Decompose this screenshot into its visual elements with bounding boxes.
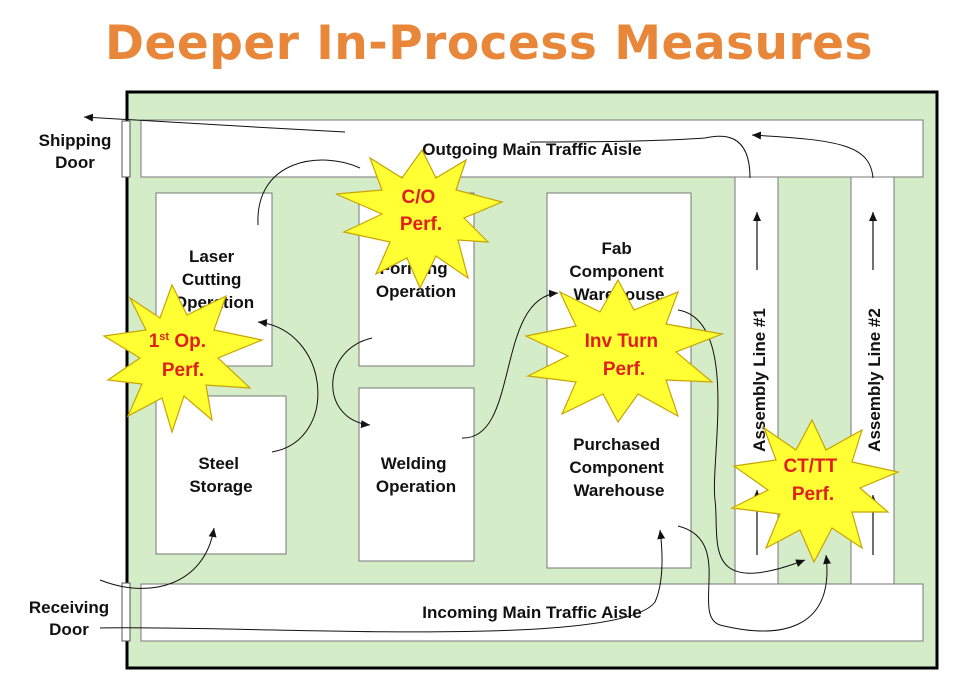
flow-receiving-to-steel [99, 527, 217, 589]
co-perf-starburst [335, 148, 504, 290]
assembly-line-1-label: Assembly Line #1 [750, 308, 769, 452]
flow-receiving-to-purchased [99, 529, 666, 633]
ct-tt-perf-starburst [729, 418, 900, 564]
shipping-door-label: Shipping Door [20, 130, 130, 174]
steel-storage-label: Steel Storage [189, 454, 252, 496]
flow-laser-to-forming [257, 159, 361, 226]
incoming-aisle [140, 583, 924, 642]
flow-line2-out [751, 131, 874, 179]
receiving-door-line2: Door [49, 620, 89, 639]
co-perf-label: C/O Perf. [400, 187, 442, 235]
flow-forming-to-welding [332, 337, 373, 429]
flow-welding-to-fab [461, 289, 559, 439]
shipping-door [121, 120, 131, 178]
ct-tt-perf-label: CT/TT Perf. [783, 456, 842, 505]
shipping-door-line2: Door [55, 153, 95, 172]
page-title: Deeper In-Process Measures [104, 16, 874, 71]
inv-turn-perf-label: Inv Turn Perf. [585, 331, 664, 380]
outgoing-aisle [140, 119, 924, 178]
flow-purchased-to-line2 [677, 525, 832, 632]
receiving-door [121, 582, 131, 642]
inv-turn-perf-starburst [524, 278, 725, 424]
flow-fab-to-line1 [677, 309, 806, 574]
flow-steel-to-laser [257, 319, 319, 453]
facility-floor [125, 90, 939, 670]
flow-line1-out [529, 135, 751, 179]
first-op-perf-label: 1st Op. Perf. [149, 331, 212, 381]
receiving-door-line1: Receiving [28, 598, 110, 617]
welding-area [358, 387, 475, 562]
purchased-warehouse-label: Purchased Component Warehouse [569, 435, 668, 500]
outgoing-aisle-label: Outgoing Main Traffic Aisle [422, 140, 641, 159]
incoming-aisle-label: Incoming Main Traffic Aisle [422, 603, 641, 622]
steel-storage-area [155, 395, 287, 555]
first-op-perf-starburst [102, 283, 265, 435]
shipping-door-line1: Shipping [38, 131, 112, 150]
receiving-door-label: Receiving Door [14, 597, 124, 641]
flow-to-shipping [83, 113, 346, 133]
assembly-line-2-label: Assembly Line #2 [865, 308, 884, 452]
welding-label: Welding Operation [376, 454, 456, 496]
flow-arrows [83, 113, 874, 633]
